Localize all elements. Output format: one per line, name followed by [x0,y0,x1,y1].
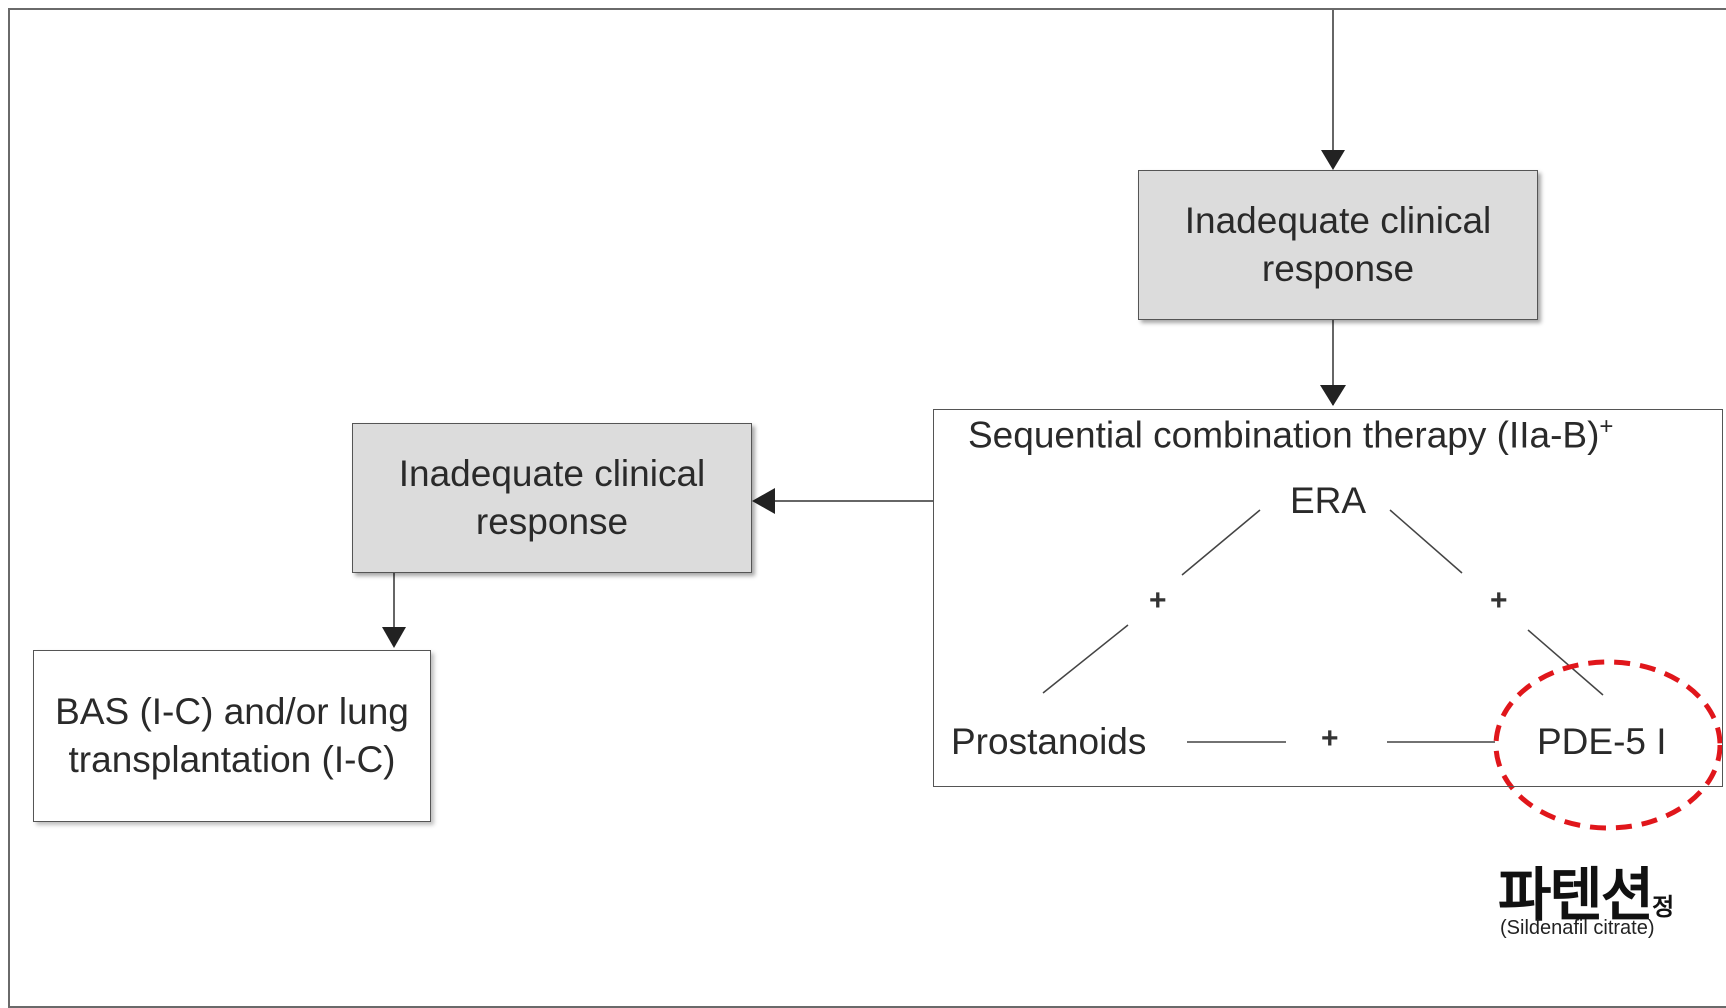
plus-bottom: + [1321,722,1339,755]
sequential-therapy-title: Sequential combination therapy (IIa-B)+ [968,413,1613,456]
bas-transplant-box: BAS (I-C) and/or lung transplantation (I… [33,650,431,822]
arrowhead-bas [382,627,406,648]
sequential-title-text: Sequential combination therapy (IIa-B) [968,414,1600,456]
plus-left: + [1149,584,1167,617]
era-to-plus-right [1389,509,1463,574]
inadequate-response-box-left: Inadequate clinical response [352,423,752,573]
sequential-title-sup: + [1599,413,1614,440]
prostanoids-label: Prostanoids [951,721,1147,762]
inadequate-response-text-top: Inadequate clinical response [1184,200,1492,289]
inadequate-response-text-left: Inadequate clinical response [398,453,706,542]
connector-lines [382,10,1723,831]
sequential-therapy-box [933,409,1723,787]
highlight-circle [1493,659,1723,831]
brand-generic-name: (Sildenafil citrate) [1500,917,1655,939]
pde5-label: PDE-5 I [1537,721,1667,762]
brand-logo: 파텐션정 [1498,848,1674,932]
arrowhead-left-box [752,488,775,514]
brand-suffix: 정 [1652,893,1675,921]
arrowhead-sequential [1320,385,1346,406]
bas-transplant-text: BAS (I-C) and/or lung transplantation (I… [55,691,409,780]
inadequate-response-box-top: Inadequate clinical response [1138,170,1538,320]
arrowhead-top-box [1321,150,1345,170]
era-to-plus-left [1181,509,1261,576]
plus-right-to-pde5 [1527,629,1604,696]
brand-name: 파텐션 [1498,861,1654,929]
plus-right: + [1490,584,1508,617]
plus-left-to-prostanoids [1042,624,1129,694]
era-label: ERA [1290,480,1367,521]
